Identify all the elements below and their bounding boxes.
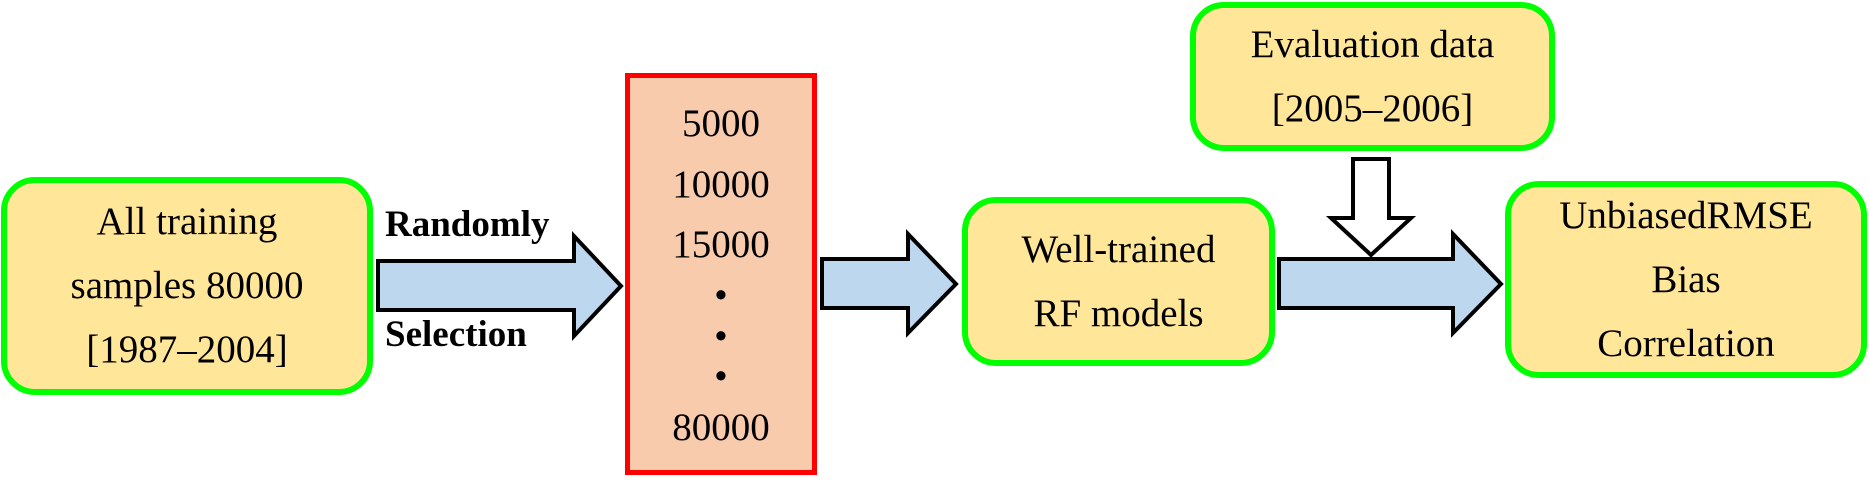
label-randomly: Randomly: [385, 204, 550, 245]
models-box-line-1: Well-trained: [1021, 227, 1216, 271]
arrow-evaluation-down: [1325, 157, 1417, 258]
metrics-box: UnbiasedRMSE Bias Correlation: [1505, 181, 1867, 378]
sample-size-80000: 80000: [672, 405, 770, 449]
arrow-training-to-samples: [376, 230, 624, 342]
sample-size-10000: 10000: [672, 162, 770, 206]
evaluation-data-box: Evaluation data [2005–2006]: [1190, 2, 1555, 151]
metric-correlation: Correlation: [1597, 321, 1775, 365]
models-box-line-2: RF models: [1033, 291, 1204, 335]
arrow-models-to-metrics: [1277, 229, 1504, 338]
training-box-line-2: samples 80000: [70, 264, 304, 307]
training-box-line-3: [1987–2004]: [86, 328, 288, 371]
evaluation-box-line-2: [2005–2006]: [1271, 86, 1474, 130]
ellipsis-dot-2: •: [714, 314, 728, 358]
evaluation-box-line-1: Evaluation data: [1250, 22, 1495, 66]
ellipsis-dot-1: •: [714, 273, 728, 317]
training-box-line-1: All training: [96, 200, 278, 243]
sample-sizes-box: 5000 10000 15000 • • • 80000: [625, 73, 817, 475]
metric-bias: Bias: [1651, 257, 1721, 301]
metric-unbiased-rmse: UnbiasedRMSE: [1559, 193, 1813, 237]
arrow-samples-to-models: [820, 229, 959, 338]
label-selection: Selection: [385, 314, 527, 355]
training-samples-box: All training samples 80000 [1987–2004]: [1, 177, 373, 395]
rf-models-box: Well-trained RF models: [962, 197, 1275, 366]
sample-size-5000: 5000: [682, 102, 760, 145]
sample-size-15000: 15000: [672, 223, 770, 267]
ellipsis-dot-3: •: [714, 355, 728, 399]
